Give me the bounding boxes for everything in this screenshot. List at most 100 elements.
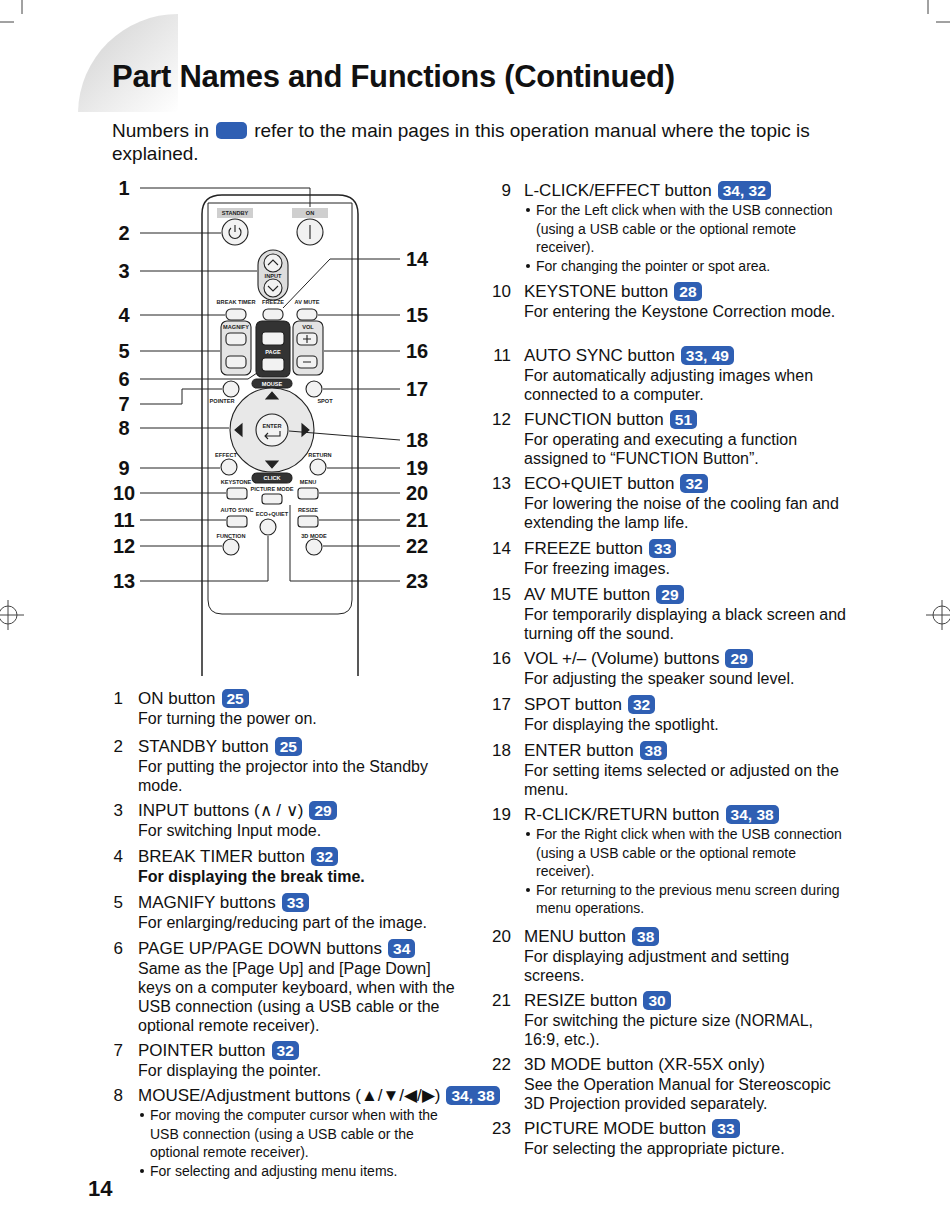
page-reference: 34, 32 <box>723 182 766 199</box>
crop-mark <box>22 0 23 14</box>
bullet-dot <box>526 888 530 892</box>
label-band <box>292 208 328 218</box>
leader-line <box>140 536 268 581</box>
button-label: MAGNIFY <box>223 324 249 330</box>
page-badge: 29 <box>725 649 752 668</box>
item-title: L-CLICK/EFFECT button <box>524 180 712 201</box>
button-label: KEYSTONE <box>221 479 252 485</box>
page-badge: 33 <box>282 893 309 912</box>
remote-button <box>306 381 322 397</box>
item-description: For enlarging/reducing part of the image… <box>138 913 460 932</box>
item-number: 22 <box>481 1054 511 1075</box>
crop-mark <box>942 600 943 630</box>
callout-number: 6 <box>118 368 129 390</box>
item-title: INPUT buttons (∧ / ∨) <box>138 800 303 821</box>
page-badge: 25 <box>275 737 302 756</box>
remote-button <box>264 279 282 297</box>
leader-line <box>140 373 257 379</box>
remote-button <box>262 332 284 345</box>
enter-icon <box>265 431 280 439</box>
button-label: RESIZE <box>298 507 318 513</box>
item-number: 12 <box>481 409 511 430</box>
item-description: For switching the picture size (NORMAL, … <box>524 1011 846 1049</box>
power-icon <box>229 225 241 238</box>
item-number: 3 <box>93 800 123 821</box>
page-badge: 33, 49 <box>681 346 734 365</box>
page-reference: 32 <box>316 848 333 865</box>
item-description: See the Operation Manual for Stereoscopi… <box>524 1075 846 1113</box>
item-description: For entering the Keystone Correction mod… <box>524 302 846 321</box>
button-label: BREAK TIMER <box>217 299 256 305</box>
page-number: 14 <box>88 1176 112 1202</box>
page-reference: 29 <box>661 586 678 603</box>
page-badge: 34, 32 <box>718 181 771 200</box>
leader-line <box>319 493 400 494</box>
remote-button <box>226 356 246 368</box>
remote-button <box>264 254 282 272</box>
page-reference: 28 <box>679 283 696 300</box>
button-label: STANDBY <box>222 210 249 216</box>
button-label: ON <box>306 210 314 216</box>
crop-mark <box>926 615 950 616</box>
item-number: 16 <box>481 648 511 669</box>
item-description: For the Right click when with the USB co… <box>536 825 842 881</box>
page-reference: 30 <box>648 992 665 1009</box>
remote-button <box>223 539 239 555</box>
page-badge: 32 <box>311 847 338 866</box>
bullet-dot <box>526 264 530 268</box>
remote-body <box>202 195 358 676</box>
button-label: 3D MODE <box>301 533 327 539</box>
button-label: SPOT <box>317 398 332 404</box>
page-badge: 32 <box>628 695 655 714</box>
arrow-icon <box>235 392 309 468</box>
item-title: SPOT button <box>524 694 622 715</box>
callout-number: 14 <box>406 248 428 270</box>
callout-number: 18 <box>406 429 428 451</box>
button-label: EFFECT <box>215 452 237 458</box>
page-badge: 38 <box>640 741 667 760</box>
item-number: 15 <box>481 584 511 605</box>
remote-button <box>298 516 318 527</box>
item-title: ON button <box>138 688 216 709</box>
button-group <box>256 321 290 377</box>
item-description: For displaying the pointer. <box>138 1061 460 1080</box>
item-title: PICTURE MODE button <box>524 1118 706 1139</box>
item-number: 6 <box>93 938 123 959</box>
button-label: CLICK <box>263 475 280 481</box>
item-number: 1 <box>93 688 123 709</box>
item-title: AUTO SYNC button <box>524 345 675 366</box>
callout-number: 3 <box>118 260 129 282</box>
page-badge: 34, 38 <box>726 805 779 824</box>
bullet-dot <box>526 832 530 836</box>
item-number: 17 <box>481 694 511 715</box>
item-description: For automatically adjusting images when … <box>524 366 846 404</box>
callout-number: 11 <box>113 509 134 531</box>
remote-button <box>298 488 318 499</box>
leader-line <box>290 505 400 581</box>
button-label: ENTER <box>263 423 282 429</box>
remote-button <box>263 309 283 320</box>
remote-button <box>310 459 326 475</box>
callout-number: 23 <box>406 570 428 592</box>
callout-number: 16 <box>406 340 428 362</box>
page-badge: 32 <box>272 1041 299 1060</box>
item-description: For displaying the spotlight. <box>524 715 846 734</box>
page-reference: 33 <box>654 540 671 557</box>
leader-line <box>140 271 257 272</box>
item-number: 13 <box>481 473 511 494</box>
remote-button <box>227 516 247 527</box>
button-label: POINTER <box>210 398 235 404</box>
leader-line <box>140 546 222 547</box>
leader-line <box>140 351 220 352</box>
page-badge: 25 <box>222 689 249 708</box>
leader-line <box>283 259 400 308</box>
leader-line <box>140 233 221 234</box>
callout-number: 10 <box>113 482 135 504</box>
leader-line <box>140 188 310 207</box>
leader-line <box>140 493 226 494</box>
callout-number: 1 <box>118 177 129 199</box>
item-description: For lowering the noise of the cooling fa… <box>524 494 846 532</box>
button-label: AV MUTE <box>295 299 320 305</box>
item-description: For displaying the break time. <box>138 867 460 886</box>
remote-body <box>208 203 352 614</box>
